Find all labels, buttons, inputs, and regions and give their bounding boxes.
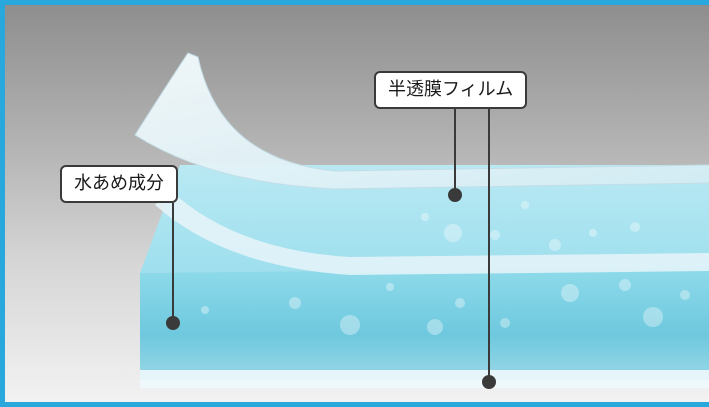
mizuame-label: 水あめ成分 xyxy=(60,165,178,203)
gel-bubbles xyxy=(201,201,690,335)
film-bottom-pointer-dot xyxy=(482,375,496,389)
patch-cross-section xyxy=(134,52,709,389)
film-pointer-dot xyxy=(448,188,462,202)
leader-lines xyxy=(166,107,496,389)
mizuame-pointer-dot xyxy=(166,316,180,330)
semipermeable-film xyxy=(134,52,709,275)
film-label: 半透膜フィルム xyxy=(374,71,528,109)
gel-layer xyxy=(140,165,709,388)
